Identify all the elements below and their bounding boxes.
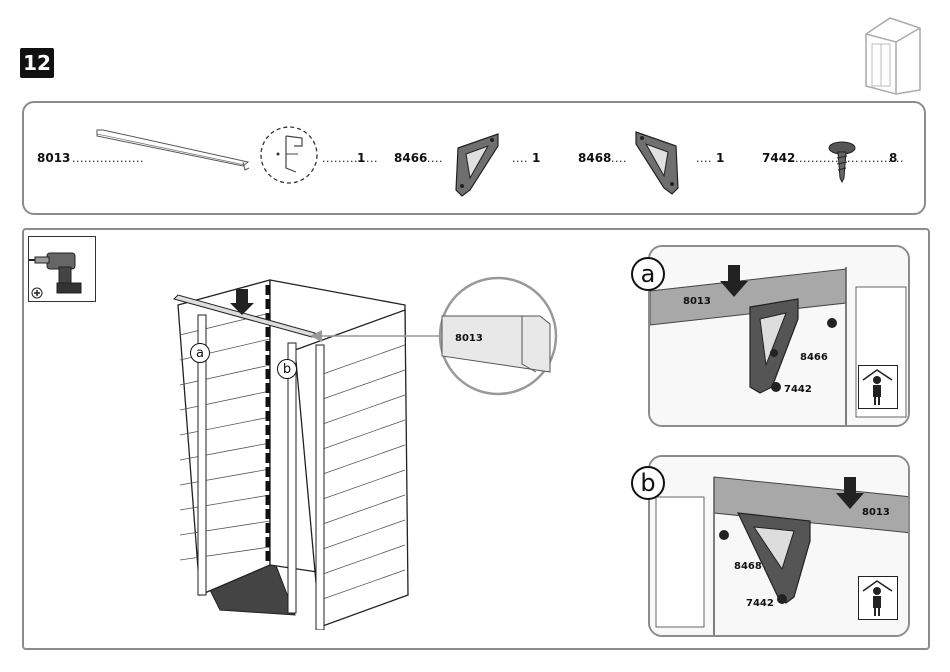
detail-a-beam-label: 8013 [683, 296, 711, 307]
one-person-icon [859, 366, 896, 407]
drill-icon [29, 237, 95, 301]
step-number-badge: 12 [20, 48, 54, 78]
part-dots: .... [427, 152, 443, 165]
beam-profile-detail-icon [258, 124, 320, 186]
part-qty-dots: .............. [322, 152, 378, 165]
bracket-8466-icon [452, 130, 504, 200]
one-person-icon [859, 577, 896, 618]
callout-b: b [277, 359, 297, 379]
part-code-8466: 8466 [394, 151, 427, 165]
detail-b-person-box [858, 576, 898, 620]
part-qty-dots: .... [696, 152, 712, 165]
tool-box [28, 236, 96, 302]
detail-b-letter: b [631, 466, 665, 500]
shed-thumbnail-icon [860, 14, 926, 96]
part-qty-8013: 1 [357, 151, 365, 165]
beam-zoom-detail [310, 276, 562, 400]
detail-a-bracket-label: 8466 [800, 352, 828, 363]
part-qty-dots: .... [512, 152, 528, 165]
beam-8013-illustration [95, 128, 250, 172]
detail-a-screw-label: 7442 [784, 384, 812, 395]
part-qty-7442: 8 [889, 151, 897, 165]
part-dots: .... [611, 152, 627, 165]
part-qty-8468: 1 [716, 151, 724, 165]
bracket-8468-icon [630, 128, 682, 198]
part-code-8013: 8013 [37, 151, 70, 165]
callout-a: a [190, 343, 210, 363]
part-qty-dots: ........... [860, 152, 904, 165]
screw-icon [826, 140, 858, 184]
detail-b-beam-label: 8013 [862, 507, 890, 518]
part-qty-8466: 1 [532, 151, 540, 165]
detail-b-screw-label: 7442 [746, 598, 774, 609]
detail-b-bracket-label: 8468 [734, 561, 762, 572]
part-code-7442: 7442 [762, 151, 795, 165]
detail-a-person-box [858, 365, 898, 409]
zoom-beam-label: 8013 [455, 333, 483, 344]
detail-a-letter: a [631, 257, 665, 291]
part-code-8468: 8468 [578, 151, 611, 165]
